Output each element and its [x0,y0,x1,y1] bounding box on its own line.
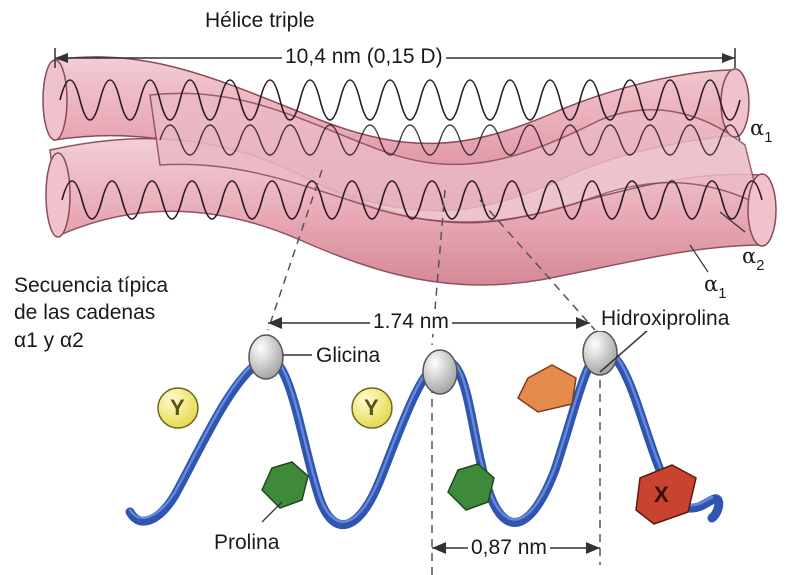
proline-leader [262,502,282,522]
hydroxyproline-residue [518,365,576,412]
length-label: 10,4 nm (0,15 D) [282,44,446,69]
helix-end-cap-left-bottom [46,153,70,237]
triple-helix [43,57,776,285]
glycine-residue-3 [583,331,617,375]
sequence-label: Secuencia típica de las cadenas α1 y α2 [14,272,168,354]
x-residue-marker: X [654,482,669,508]
helix-end-cap-right-bottom [748,174,776,246]
sequence-label-line-2: de las cadenas [14,299,168,326]
helix-end-cap-right-top [721,69,749,137]
y-residue-2-marker: Y [364,395,379,421]
sequence-label-line-1: Secuencia típica [14,272,168,299]
sequence-label-line-3: α1 y α2 [14,327,168,354]
half-spacing-label: 0,87 nm [468,535,550,560]
glycine-residue-2 [423,350,457,394]
glycine-label: Glicina [316,343,380,368]
helix-end-cap-left-top [43,60,67,140]
hydroxyproline-label: Hidroxiprolina [598,306,732,331]
spacing-label: 1.74 nm [370,309,452,334]
y-residue-1-marker: Y [170,395,185,421]
y-residues [158,388,392,428]
proline-residue-1 [262,462,308,508]
chain-label-alpha1-top: α1 [750,116,772,141]
chain-label-alpha2: α2 [742,244,764,269]
glycine-residue-1 [249,335,283,379]
chain-label-alpha1-lower: α1 [704,272,726,297]
proline-label: Prolina [214,530,279,555]
diagram-title: Hélice triple [205,8,315,33]
